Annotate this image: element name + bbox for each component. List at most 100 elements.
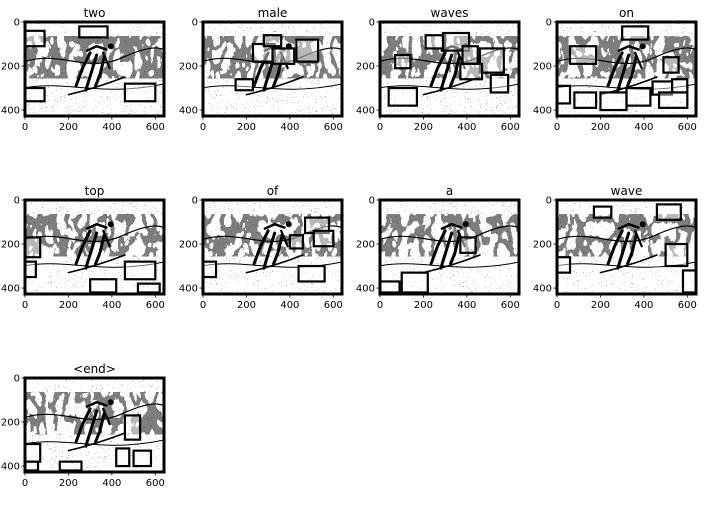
attention-box (657, 91, 689, 109)
y-tick-label: 0 (546, 196, 552, 207)
x-tick-label: 400 (102, 122, 121, 133)
panel-title: waves (431, 6, 469, 20)
attention-box (115, 447, 131, 468)
panel-title: <end> (73, 362, 116, 376)
y-tick-label: 0 (369, 18, 375, 29)
y-tick-label: 400 (356, 106, 375, 117)
attention-box (662, 56, 680, 74)
y-tick-label: 0 (192, 196, 198, 207)
binarized-image (557, 22, 696, 116)
y-tick-label: 200 (356, 240, 375, 251)
x-tick-label: 400 (102, 300, 121, 311)
y-tick-label: 400 (356, 284, 375, 295)
attention-box (664, 242, 689, 268)
axes-frame (201, 20, 344, 118)
x-tick-label: 600 (324, 300, 343, 311)
attention-box (123, 414, 142, 441)
y-tick-label: 200 (179, 62, 198, 73)
attention-box (234, 78, 255, 92)
panel-title: two (84, 6, 106, 20)
y-tick-label: 0 (14, 196, 20, 207)
x-tick-label: 200 (591, 300, 610, 311)
attention-box (25, 29, 46, 48)
attention-box (387, 86, 419, 107)
attention-box (312, 229, 335, 248)
x-tick-label: 400 (634, 300, 653, 311)
x-tick-label: 0 (554, 300, 560, 311)
attention-box (288, 234, 305, 250)
y-tick-label: 400 (533, 106, 552, 117)
attention-box (89, 278, 118, 294)
y-tick-label: 0 (14, 18, 20, 29)
binarized-image (25, 200, 164, 294)
x-tick-label: 0 (377, 122, 383, 133)
x-tick-label: 400 (280, 122, 299, 133)
axes-frame (23, 198, 166, 296)
panel-title: of (267, 184, 279, 198)
attention-box (599, 91, 628, 112)
attention-box (621, 25, 650, 41)
binarized-image (25, 22, 164, 116)
attention-box (25, 236, 42, 259)
wave-contour (557, 225, 696, 243)
x-tick-label: 200 (59, 122, 78, 133)
x-tick-label: 600 (501, 300, 520, 311)
attention-box (489, 73, 510, 94)
x-tick-label: 0 (554, 122, 560, 133)
y-tick-label: 400 (179, 106, 198, 117)
x-tick-label: 400 (457, 122, 476, 133)
attention-box (25, 260, 37, 279)
x-tick-label: 400 (280, 300, 299, 311)
attention-box (297, 264, 326, 283)
attention-box (262, 34, 283, 48)
y-tick-label: 200 (1, 418, 20, 429)
x-tick-label: 0 (22, 300, 28, 311)
axes-frame (201, 198, 344, 296)
axes-frame (378, 20, 521, 118)
panel-title: a (446, 184, 453, 198)
attention-box (295, 38, 320, 63)
surfer-figure (67, 221, 126, 274)
x-tick-label: 600 (146, 478, 165, 489)
x-tick-label: 600 (146, 122, 165, 133)
x-tick-label: 200 (414, 300, 433, 311)
y-tick-label: 400 (179, 284, 198, 295)
y-tick-label: 200 (533, 62, 552, 73)
attention-box (78, 25, 109, 39)
attention-box (557, 256, 572, 274)
attention-box (25, 442, 42, 463)
wave-contour (25, 47, 164, 65)
attention-box (573, 91, 598, 109)
x-tick-label: 600 (501, 122, 520, 133)
attention-box (25, 460, 40, 472)
attention-box (203, 260, 218, 279)
x-tick-label: 200 (59, 478, 78, 489)
wave-contour (25, 225, 164, 243)
x-tick-label: 200 (59, 300, 78, 311)
attention-box (424, 34, 447, 50)
binarized-image (25, 378, 164, 472)
attention-box (25, 86, 46, 103)
panel-title: wave (611, 184, 643, 198)
attention-box (592, 205, 613, 219)
axes-frame (555, 198, 698, 296)
surfer-figure (67, 43, 126, 96)
attention-box (123, 260, 157, 281)
y-tick-label: 200 (1, 62, 20, 73)
binarized-image (380, 200, 519, 294)
attention-box (459, 236, 477, 254)
y-tick-label: 400 (1, 106, 20, 117)
wave-contour (557, 47, 696, 65)
axes-frame (555, 20, 698, 118)
x-tick-label: 200 (237, 122, 256, 133)
attention-box (123, 82, 157, 103)
binarized-image (203, 22, 342, 116)
x-tick-label: 400 (457, 300, 476, 311)
